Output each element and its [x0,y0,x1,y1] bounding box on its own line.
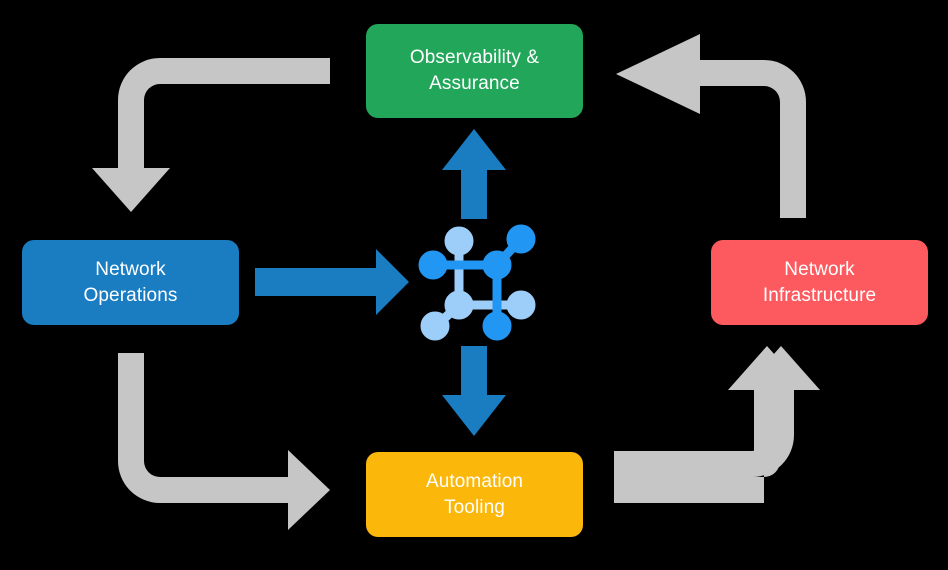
arrow-operations-to-automation [118,353,330,530]
node-label-line1: Network [784,258,855,280]
network-mesh-icon [418,224,536,341]
node-label-line2: Operations [83,284,178,306]
node-label-line1: Automation [425,470,524,492]
node-observability-assurance[interactable]: Observability & Assurance [366,24,583,118]
node-label-observability-assurance: Observability & Assurance [410,45,539,96]
arrow-center-to-observability [442,129,506,219]
node-label-line1: Network [95,258,166,280]
node-label-line1: Observability & [409,47,540,69]
arrow-observability-to-operations [92,58,330,212]
node-label-line2: Assurance [429,73,520,94]
arrow-infrastructure-to-observability [616,34,806,218]
arrow-center-to-automation [442,346,506,436]
arrow-automation-to-infrastructure [614,346,820,503]
node-label-line2: Tooling [444,496,505,518]
node-label-line2: Infrastructure [762,284,877,306]
arrow-operations-to-center [255,249,409,315]
